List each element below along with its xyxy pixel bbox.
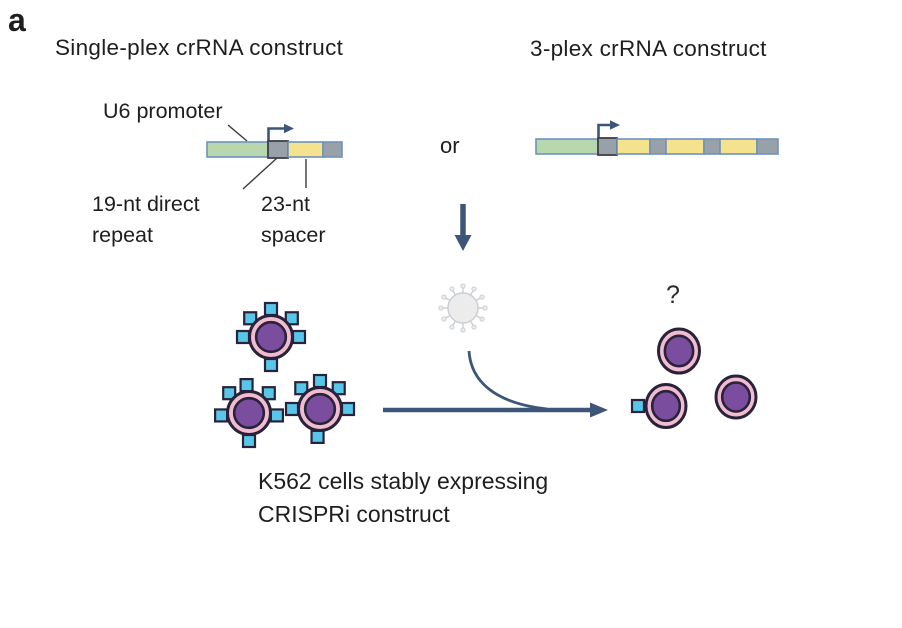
receptor-square xyxy=(263,301,279,317)
k562-cell-result xyxy=(630,383,688,429)
virus-spike-tip xyxy=(449,286,455,292)
receptor-square xyxy=(241,433,257,449)
virus-spike-tip xyxy=(441,294,447,300)
k562-cell-crispri xyxy=(214,378,284,449)
cell-nucleus xyxy=(232,396,266,430)
virus-spike-tip xyxy=(479,294,485,300)
transduction-arrowhead xyxy=(590,402,608,418)
question-mark-label: ? xyxy=(666,281,680,309)
tss-arrowhead-icon xyxy=(610,120,620,130)
receptor-square xyxy=(284,401,300,417)
receptor-square xyxy=(243,311,258,326)
virus-spike-tip xyxy=(438,305,444,311)
spacer-label-line1: 23-nt xyxy=(261,192,311,216)
k562-cell-result xyxy=(657,327,701,375)
virus-spike-tip xyxy=(471,286,477,292)
receptor-square xyxy=(261,386,276,401)
virus-spike-tip xyxy=(441,316,447,322)
direct-repeat-label: 19-nt direct repeat xyxy=(92,189,200,251)
cell-nucleus xyxy=(254,320,288,354)
virus-icon xyxy=(438,283,488,333)
receptor-square xyxy=(291,329,307,345)
construct-single-plex xyxy=(206,140,343,159)
segment-spacer xyxy=(616,138,651,155)
segment-repeat xyxy=(597,137,618,156)
tss-arrow-line xyxy=(267,127,285,142)
heading-three-plex: 3-plex crRNA construct xyxy=(530,36,767,61)
receptor-square xyxy=(331,381,346,396)
receptor-square xyxy=(312,373,328,389)
virus-spike-tip xyxy=(460,327,466,333)
virus-body xyxy=(447,292,479,324)
tss-arrow-single-plex xyxy=(267,123,294,142)
receptor-square xyxy=(340,401,356,417)
panel-label: a xyxy=(8,2,26,38)
or-label: or xyxy=(440,133,460,158)
receptor-square xyxy=(310,429,325,444)
caption: K562 cells stably expressing CRISPRi con… xyxy=(258,465,548,531)
receptor-square xyxy=(630,398,646,414)
segment-repeat xyxy=(267,140,289,159)
k562-cell-crispri xyxy=(284,373,356,444)
tss-arrowhead-icon xyxy=(284,123,294,134)
k562-cell-result xyxy=(714,374,758,420)
receptor-square xyxy=(284,311,299,326)
direct-repeat-pointer-line xyxy=(242,157,278,190)
cell-nucleus xyxy=(720,381,752,413)
receptor-square xyxy=(235,329,251,345)
receptor-square xyxy=(294,381,309,396)
spacer-label-line2: spacer xyxy=(261,223,326,247)
cell-nucleus xyxy=(650,389,682,423)
cell-nucleus xyxy=(303,392,337,426)
virus-spike-tip xyxy=(449,324,455,330)
caption-line1: K562 cells stably expressing xyxy=(258,468,549,494)
transduction-arrow-icon xyxy=(383,350,608,418)
construct-three-plex xyxy=(535,137,779,156)
virus-spike-tip xyxy=(471,324,477,330)
receptor-square xyxy=(269,408,284,423)
caption-line2: CRISPRi construct xyxy=(258,501,450,527)
tss-arrow-three-plex xyxy=(597,120,620,139)
tss-arrow-line xyxy=(597,123,611,139)
segment-repeat xyxy=(649,138,667,155)
virus-spike-tip xyxy=(482,305,488,311)
receptor-square xyxy=(263,357,279,373)
k562-cell-crispri xyxy=(235,301,307,373)
segment-repeat xyxy=(703,138,721,155)
heading-single-plex: Single-plex crRNA construct xyxy=(55,35,344,60)
segment-repeat xyxy=(322,141,343,158)
direct-repeat-label-line1: 19-nt direct xyxy=(92,192,200,216)
cell-nucleus xyxy=(663,334,695,368)
segment-spacer xyxy=(665,138,705,155)
virus-spike-tip xyxy=(460,283,466,289)
down-arrowhead xyxy=(454,235,472,251)
segment-spacer xyxy=(719,138,758,155)
spacer-label: 23-nt spacer xyxy=(261,189,326,251)
virus-entry-curve xyxy=(467,350,548,411)
segment-repeat xyxy=(756,138,779,155)
down-arrow-icon xyxy=(454,204,472,251)
virus-spike-tip xyxy=(479,316,485,322)
segment-promoter xyxy=(206,141,269,158)
receptor-square xyxy=(214,408,229,423)
segment-spacer xyxy=(287,141,324,158)
direct-repeat-label-line2: repeat xyxy=(92,223,153,247)
u6-promoter-label: U6 promoter xyxy=(103,99,223,123)
receptor-square xyxy=(239,378,254,393)
u6-pointer-line xyxy=(227,124,248,142)
receptor-square xyxy=(222,386,237,401)
segment-promoter xyxy=(535,138,599,155)
